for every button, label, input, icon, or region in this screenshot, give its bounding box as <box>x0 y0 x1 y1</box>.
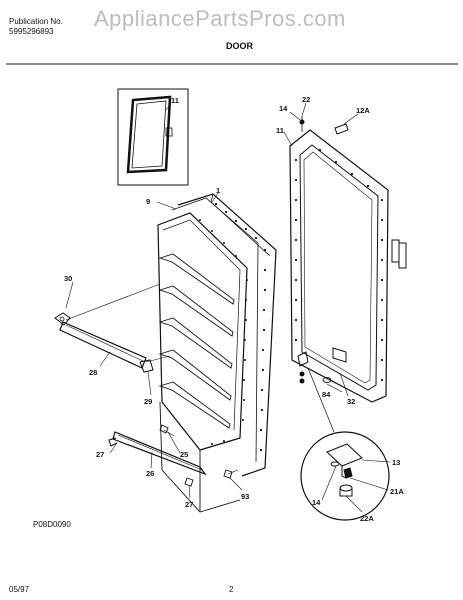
publication-label: Publication No. <box>9 17 63 26</box>
callout-14-inset: 14 <box>312 498 321 507</box>
door-gasket-frame <box>289 116 407 403</box>
drawing-code: P08D0090 <box>33 520 71 529</box>
gasket-inset <box>117 88 189 186</box>
callout-22: 22 <box>302 95 310 104</box>
watermark: AppliancePartsPros.com <box>94 6 346 31</box>
leader-lines <box>65 102 359 499</box>
hinge-detail-inset <box>300 367 391 521</box>
callout-84: 84 <box>322 390 331 399</box>
callout-14-top: 14 <box>279 104 288 113</box>
publication-number: 5995296893 <box>9 27 54 36</box>
section-title: DOOR <box>226 41 253 51</box>
callout-30: 30 <box>64 274 72 283</box>
callout-12a: 12A <box>356 106 370 115</box>
door-liner <box>157 212 248 513</box>
callout-27-bottom: 27 <box>185 500 193 509</box>
callout-28: 28 <box>89 368 97 377</box>
callout-9: 9 <box>146 197 150 206</box>
callout-22a: 22A <box>360 514 374 523</box>
callout-27-left: 27 <box>96 450 104 459</box>
publication-date: 05/97 <box>9 585 30 594</box>
callout-32: 32 <box>347 397 355 406</box>
shelf-bar-28 <box>54 283 171 373</box>
callout-11-inset: 11 <box>171 96 179 105</box>
callout-25: 25 <box>180 450 188 459</box>
page-number: 2 <box>229 585 234 594</box>
door-outer-panel <box>171 193 277 477</box>
callout-21a: 21A <box>390 487 404 496</box>
bottom-bar-26 <box>108 424 239 487</box>
callout-29: 29 <box>144 397 152 406</box>
callout-11-frame: 11 <box>276 126 284 135</box>
callout-93: 93 <box>241 492 249 501</box>
callout-13: 13 <box>392 458 400 467</box>
callout-labels: 1 9 11 11 14 22 12A 30 28 29 27 25 26 27… <box>64 95 404 523</box>
callout-26: 26 <box>146 469 154 478</box>
callout-1: 1 <box>216 186 220 195</box>
